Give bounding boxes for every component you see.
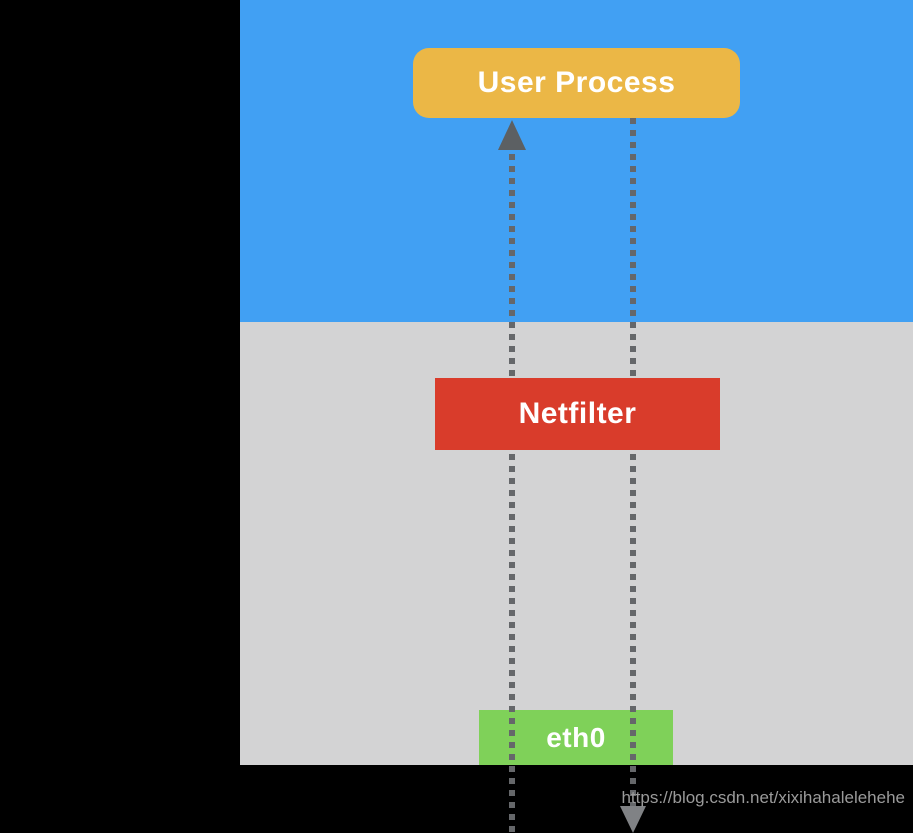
outbound-packet-flow-line: [630, 118, 636, 806]
eth0-label: eth0: [546, 721, 606, 753]
arrow-up-icon: [498, 120, 526, 150]
watermark-url: https://blog.csdn.net/xixihahalelehehe: [621, 788, 905, 807]
user-process-box: User Process: [413, 48, 740, 118]
user-process-label: User Process: [477, 66, 676, 99]
netfilter-box: Netfilter: [435, 378, 720, 450]
inbound-packet-flow-line: [509, 154, 515, 833]
arrow-down-icon: [620, 806, 646, 833]
netfilter-label: Netfilter: [518, 397, 637, 430]
